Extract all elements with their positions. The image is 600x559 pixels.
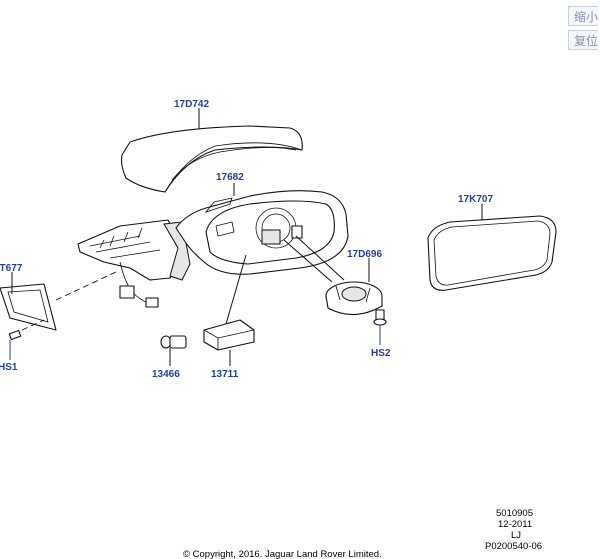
hs1-callout: HS1 [0, 362, 18, 373]
diagram-code: 5010905 [496, 508, 533, 519]
trim-panel-part [0, 283, 57, 331]
diagram-initials: LJ [511, 530, 521, 541]
motor-to-housing-leader [283, 239, 333, 283]
glass-callout: 17K707 [458, 194, 493, 205]
mirror-glass-part [427, 215, 557, 291]
trim-alignment-line [55, 271, 117, 301]
screw-hs1-part [8, 319, 45, 341]
trim-callout: 7T677 [0, 263, 23, 274]
motor-to-housing-leader-2 [295, 235, 345, 281]
copyright-notice: © Copyright, 2016. Jaguar Land Rover Lim… [183, 549, 382, 559]
mirror-cover-part [120, 125, 303, 193]
mirror-base-part [77, 219, 191, 308]
diagram-date: 12-2011 [498, 519, 532, 530]
bulb-part [160, 335, 187, 349]
diagram-reference: P0200540-06 [485, 541, 542, 552]
puddle-lamp-part [203, 319, 255, 351]
hs2-callout: HS2 [371, 348, 391, 359]
cover-callout: 17D742 [174, 99, 209, 110]
zoom-controls: 缩小 复位 [568, 0, 600, 50]
motor-callout: 17D696 [347, 249, 382, 260]
reset-button[interactable]: 复位 [568, 30, 598, 50]
mirror-motor-part [325, 281, 383, 316]
screw-hs2-part [373, 309, 387, 326]
bulb-callout: 13466 [152, 369, 180, 380]
mirror-housing-part [175, 190, 349, 275]
shrink-button[interactable]: 缩小 [568, 6, 598, 26]
lamp-to-housing-leader [225, 254, 247, 325]
housing-callout: 17682 [216, 172, 244, 183]
lamp-callout: 13711 [211, 369, 239, 380]
